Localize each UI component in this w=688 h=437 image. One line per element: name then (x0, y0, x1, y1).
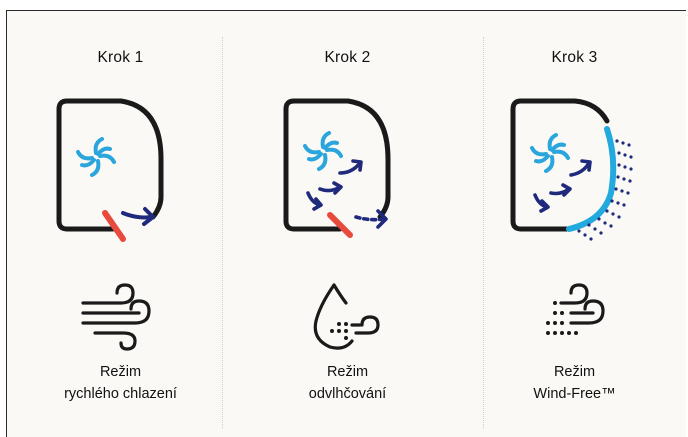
mode-label: Režim rychlého chlazení (7, 361, 234, 405)
mode-label-line1: Režim (99, 364, 142, 380)
mode-label-line2: odvlhčování (308, 386, 387, 402)
step-column-2: Krok 2 (234, 11, 461, 437)
mode-label-line1: Režim (326, 364, 369, 380)
wind-icon (81, 283, 151, 351)
step-column-1: Krok 1 (7, 11, 234, 437)
column-divider (483, 37, 484, 429)
step-column-3: Krok 3 (461, 11, 688, 437)
column-divider (222, 37, 223, 429)
mode-label: Režim odvlhčování (234, 361, 461, 405)
step-title: Krok 1 (97, 49, 144, 66)
ac-unit-wind-free-illustration (510, 98, 633, 241)
step-title: Krok 3 (551, 49, 598, 66)
ac-unit-dehumidify-illustration (283, 98, 391, 238)
wind-free-icon (546, 283, 605, 335)
mode-label-line2: Wind-Free™ (533, 386, 616, 402)
mode-label-line1: Režim (553, 364, 596, 380)
water-drop-icon (313, 283, 380, 350)
mode-label-line2: rychlého chlazení (64, 386, 177, 402)
mode-label: Režim Wind-Free™ (461, 361, 688, 405)
ac-unit-fast-cooling-illustration (56, 98, 164, 242)
steps-panel: Krok 1 (6, 10, 686, 437)
step-title: Krok 2 (324, 49, 371, 66)
